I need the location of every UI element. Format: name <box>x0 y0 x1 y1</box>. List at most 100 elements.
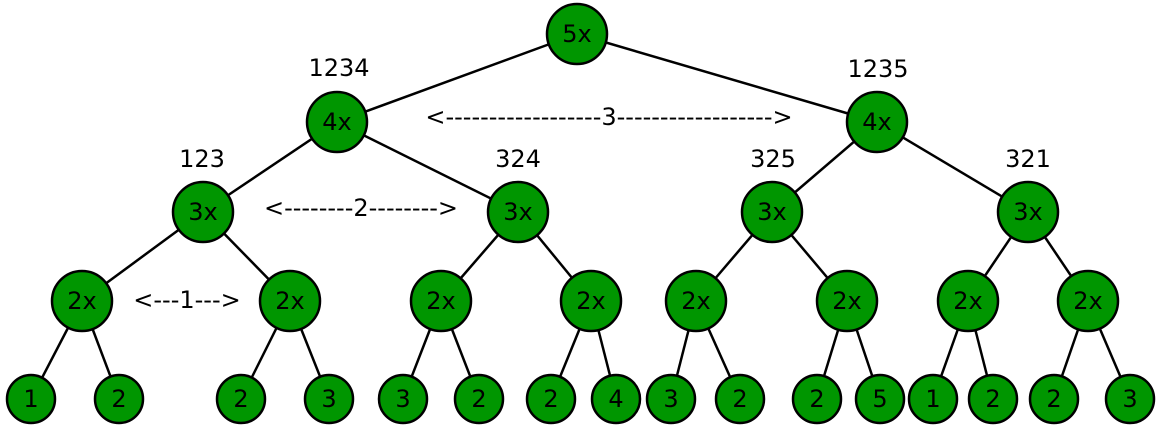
node-text: 3x <box>503 198 532 226</box>
node-f4: 3 <box>303 373 355 425</box>
node-label-l1b: 1235 <box>847 55 908 83</box>
node-text: 2 <box>1046 385 1061 413</box>
node-text: 2x <box>275 287 304 315</box>
node-text: 3x <box>188 198 217 226</box>
node-l2a: 3x <box>171 180 235 244</box>
node-circle <box>525 373 577 425</box>
node-text: 2x <box>1073 287 1102 315</box>
node-label-l2d: 321 <box>1005 145 1051 173</box>
node-circle <box>590 373 642 425</box>
node-label-l2b: 324 <box>495 145 541 173</box>
node-l3h: 2x <box>1056 269 1120 333</box>
node-text: 3 <box>395 385 410 413</box>
node-circle <box>258 269 322 333</box>
node-text: 2 <box>471 385 486 413</box>
node-circle <box>545 2 609 66</box>
node-circle <box>93 373 145 425</box>
node-circle <box>815 269 879 333</box>
node-text: 3x <box>1013 198 1042 226</box>
node-text: 1 <box>925 385 940 413</box>
node-circle <box>486 180 550 244</box>
node-f12: 5 <box>854 373 906 425</box>
node-l3c: 2x <box>409 269 473 333</box>
node-circle <box>215 373 267 425</box>
node-text: 4x <box>322 108 351 136</box>
node-f14: 2 <box>967 373 1019 425</box>
node-circle <box>936 269 1000 333</box>
node-circle <box>854 373 906 425</box>
distance-arrows: <------------------3------------------> <… <box>133 103 792 314</box>
node-l3b: 2x <box>258 269 322 333</box>
node-text: 4x <box>862 108 891 136</box>
node-text: 2x <box>953 287 982 315</box>
node-root: 5x <box>545 2 609 66</box>
node-text: 2 <box>543 385 558 413</box>
arrow-3: <------------------3------------------> <box>425 103 792 131</box>
node-circle <box>907 373 959 425</box>
node-circle <box>409 269 473 333</box>
node-text: 5x <box>562 20 591 48</box>
node-l2d: 3x <box>996 180 1060 244</box>
node-l3e: 2x <box>664 269 728 333</box>
node-text: 2x <box>832 287 861 315</box>
node-f7: 2 <box>525 373 577 425</box>
node-circle <box>845 90 909 154</box>
node-l3a: 2x <box>50 269 114 333</box>
node-text: 2 <box>809 385 824 413</box>
node-f13: 1 <box>907 373 959 425</box>
node-f1: 1 <box>5 373 57 425</box>
node-f16: 3 <box>1104 373 1156 425</box>
node-l3f: 2x <box>815 269 879 333</box>
node-circle <box>453 373 505 425</box>
node-circle <box>714 373 766 425</box>
node-circle <box>303 373 355 425</box>
node-text: 2 <box>985 385 1000 413</box>
node-f5: 3 <box>377 373 429 425</box>
node-circle <box>645 373 697 425</box>
node-text: 4 <box>608 385 623 413</box>
node-f2: 2 <box>93 373 145 425</box>
node-label-l2c: 325 <box>750 145 796 173</box>
arrow-2: <--------2--------> <box>264 194 458 222</box>
node-circle <box>1104 373 1156 425</box>
node-f8: 4 <box>590 373 642 425</box>
node-text: 3 <box>321 385 336 413</box>
node-l2c: 3x <box>740 180 804 244</box>
node-label-l2a: 123 <box>179 145 225 173</box>
node-l3g: 2x <box>936 269 1000 333</box>
node-circle <box>791 373 843 425</box>
node-circle <box>5 373 57 425</box>
arrow-1: <---1---> <box>133 286 240 314</box>
node-circle <box>664 269 728 333</box>
node-circle <box>1056 269 1120 333</box>
node-l1b: 4x <box>845 90 909 154</box>
node-circle <box>996 180 1060 244</box>
node-circle <box>740 180 804 244</box>
node-l2b: 3x <box>486 180 550 244</box>
node-circle <box>1028 373 1080 425</box>
edge-root-l1b <box>576 32 878 124</box>
node-text: 2 <box>111 385 126 413</box>
node-text: 2x <box>576 287 605 315</box>
node-circle <box>559 269 623 333</box>
node-f9: 3 <box>645 373 697 425</box>
node-text: 1 <box>23 385 38 413</box>
node-text: 2 <box>732 385 747 413</box>
edge-root-l1a <box>336 32 578 124</box>
node-text: 5 <box>872 385 887 413</box>
node-text: 2x <box>426 287 455 315</box>
node-f6: 2 <box>453 373 505 425</box>
node-l3d: 2x <box>559 269 623 333</box>
node-circle <box>171 180 235 244</box>
node-circle <box>305 90 369 154</box>
node-text: 2x <box>681 287 710 315</box>
node-circle <box>967 373 1019 425</box>
node-text: 3 <box>663 385 678 413</box>
node-circle <box>50 269 114 333</box>
node-text: 3 <box>1122 385 1137 413</box>
node-circle <box>377 373 429 425</box>
node-f10: 2 <box>714 373 766 425</box>
node-text: 2 <box>233 385 248 413</box>
